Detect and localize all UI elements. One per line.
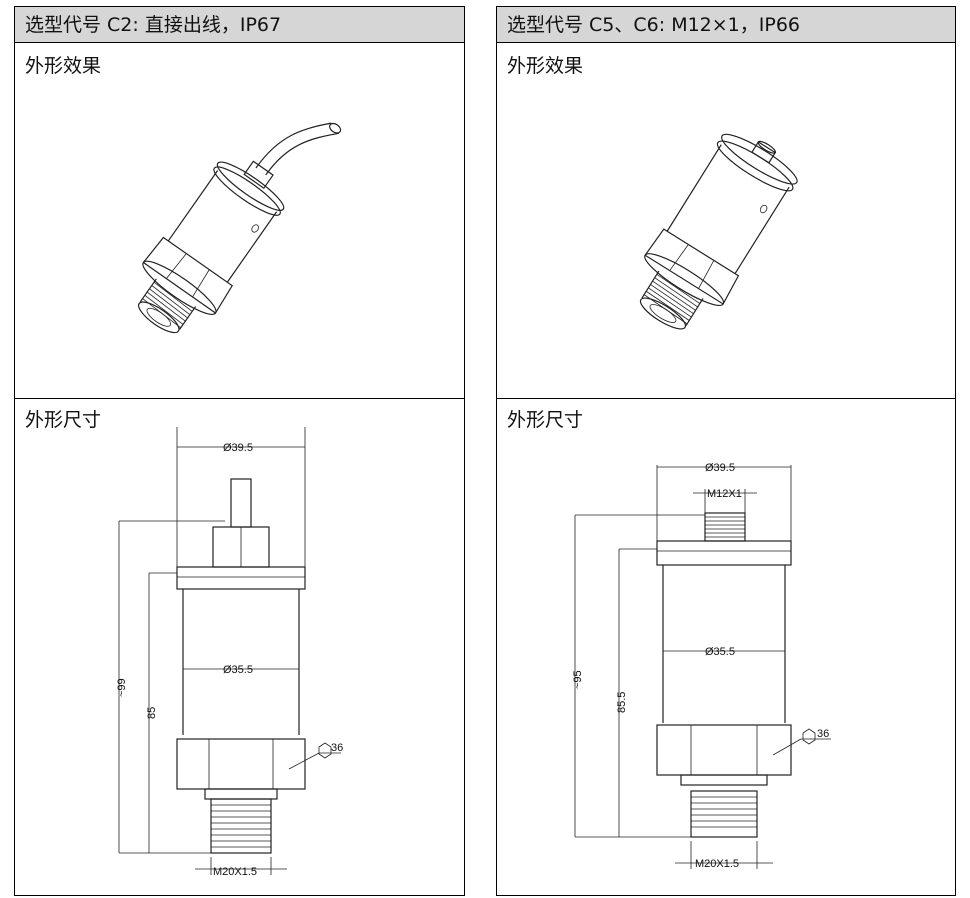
right-dim-connector: M12X1: [707, 488, 742, 500]
right-dim-thread: M20X1.5: [695, 858, 739, 870]
right-row-divider: [497, 398, 955, 399]
left-panel-header: 选型代号 C2: 直接出线，IP67: [15, 7, 464, 43]
left-sensor-3d-drawing: [138, 122, 342, 334]
right-dim-total-length: ~95: [572, 670, 584, 689]
left-dim-body-diameter: Ø35.5: [223, 664, 253, 676]
right-sensor-3d-drawing: [639, 133, 798, 330]
right-appearance-label: 外形效果: [507, 55, 584, 77]
right-dimension-drawing: Ø39.5 M12X1 Ø35.5 36 ~95: [572, 462, 831, 870]
left-dim-total-length: ~99: [116, 678, 128, 697]
left-dimensions-label: 外形尺寸: [25, 409, 102, 431]
right-dim-outer-diameter: Ø39.5: [705, 462, 735, 474]
right-dim-body-length: 85.5: [616, 692, 628, 713]
right-dim-hex: 36: [817, 728, 829, 740]
left-dim-outer-diameter: Ø39.5: [223, 442, 253, 454]
left-dim-thread: M20X1.5: [213, 866, 257, 878]
right-panel-header: 选型代号 C5、C6: M12×1，IP66: [497, 7, 955, 43]
left-dim-body-length: 85: [146, 707, 158, 719]
right-dimensions-label: 外形尺寸: [507, 409, 584, 431]
left-row-divider: [15, 398, 464, 399]
left-appearance-label: 外形效果: [25, 55, 102, 77]
right-dim-body-diameter: Ø35.5: [705, 646, 735, 658]
left-dim-hex: 36: [331, 742, 343, 754]
left-spec-panel: 选型代号 C2: 直接出线，IP67 外形效果 外形尺寸: [14, 6, 465, 896]
right-spec-panel: 选型代号 C5、C6: M12×1，IP66 外形效果 外形尺寸: [496, 6, 956, 896]
left-dimension-drawing: Ø39.5 Ø35.5 36 ~99 85: [116, 427, 343, 878]
